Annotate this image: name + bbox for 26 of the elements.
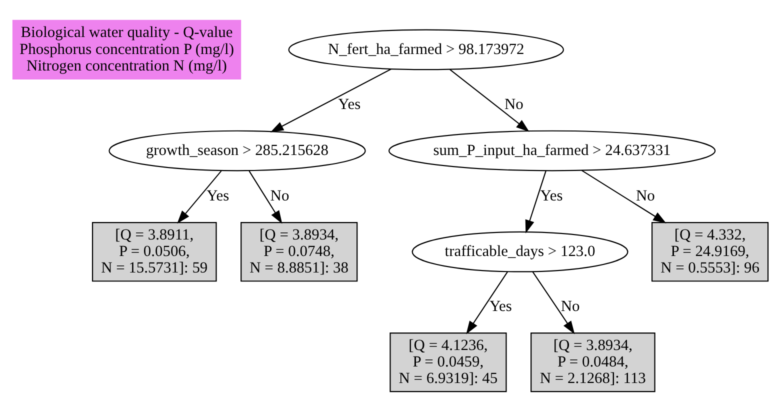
edge-label: No xyxy=(270,188,290,205)
edge-label: No xyxy=(636,188,655,205)
arrow xyxy=(177,170,222,224)
node-box: [Q = 3.8911, P = 0.0506, N = 15.5731]: 59 xyxy=(92,222,217,282)
node-box: [Q = 4.332, P = 24.9169, N = 0.5553]: 96 xyxy=(651,222,769,282)
edge-label: Yes xyxy=(338,96,361,114)
node-box: [Q = 3.8934, P = 0.0484, N = 2.1268]: 113 xyxy=(530,332,656,392)
node-ellipse: N_fert_ha_farmed > 98.173972 xyxy=(288,29,564,70)
edge-label: Yes xyxy=(489,298,512,316)
node-ellipse: trafficable_days > 123.0 xyxy=(412,231,628,272)
arrow xyxy=(532,272,575,334)
arrow xyxy=(248,170,282,224)
arrow xyxy=(449,68,530,132)
edge-label: No xyxy=(560,298,580,316)
arrow xyxy=(525,170,546,234)
node-ellipse: sum_P_input_ha_farmed > 24.637331 xyxy=(388,130,716,172)
node-box: [Q = 4.1236, P = 0.0459, N = 6.9319]: 45 xyxy=(390,332,507,392)
arrow xyxy=(581,170,666,224)
edge-label: Yes xyxy=(206,188,230,205)
node-box: [Q = 3.8934, P = 0.0748, N = 8.8851]: 38 xyxy=(240,222,358,282)
arrow xyxy=(466,272,508,334)
node-ellipse: growth_season > 285.215628 xyxy=(108,130,366,172)
edge-label: Yes xyxy=(540,188,563,205)
node-box: Biological water quality - Q-value Phosphorus concentration P (mg/l) Nitrogen concentration N (mg/l) xyxy=(12,20,242,80)
edge-label: No xyxy=(504,96,524,114)
arrow xyxy=(270,68,392,132)
